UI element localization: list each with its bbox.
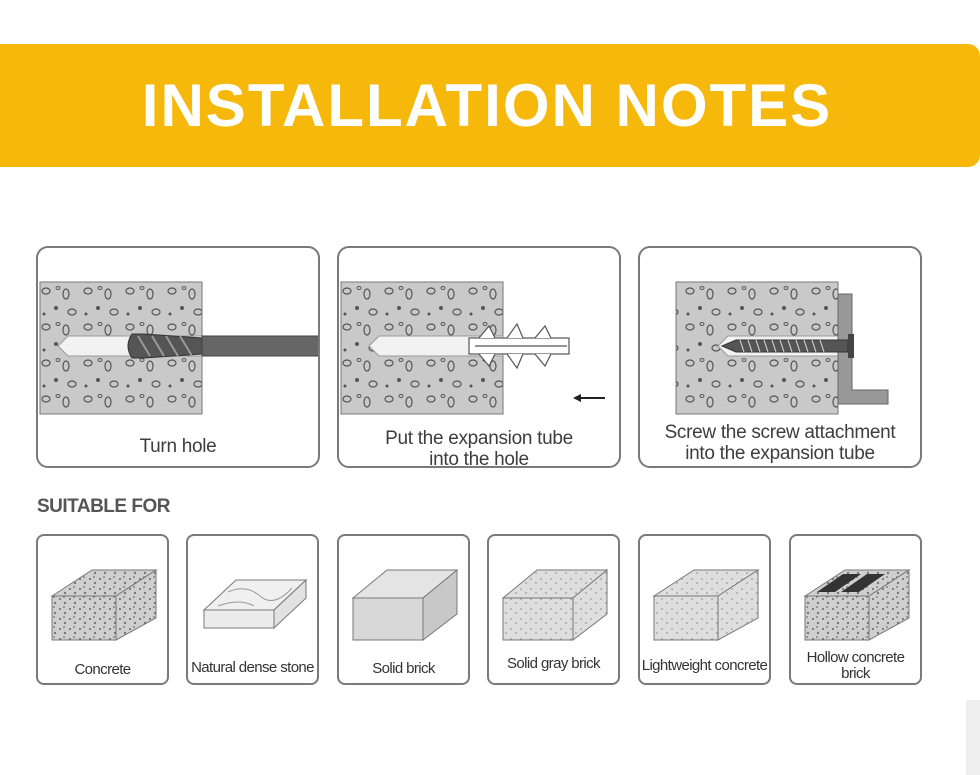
stone-slab-icon xyxy=(202,578,308,630)
material-card-lightweight-concrete: Lightweight concrete xyxy=(638,534,771,685)
step-caption: Turn hole xyxy=(139,436,217,457)
step-card-turn-hole: Turn hole xyxy=(36,246,320,468)
material-label: Solid gray brick xyxy=(507,655,601,672)
hollow-brick-icon xyxy=(803,569,911,641)
material-label: Concrete xyxy=(74,661,131,678)
material-card-concrete: Concrete xyxy=(36,534,169,685)
scrollbar-track[interactable] xyxy=(966,700,980,775)
gray-brick-icon xyxy=(501,568,609,642)
concrete-block-icon xyxy=(50,569,158,641)
material-card-natural-stone: Natural dense stone xyxy=(186,534,319,685)
material-card-gray-brick: Solid gray brick xyxy=(487,534,620,685)
step-caption-line1: Screw the screw attachment xyxy=(664,422,896,443)
material-label: Solid brick xyxy=(372,660,435,677)
solid-brick-icon xyxy=(351,568,459,642)
title-banner: INSTALLATION NOTES xyxy=(0,44,980,167)
step-caption-line2: into the hole xyxy=(429,449,529,468)
material-label-line2: brick xyxy=(841,665,870,682)
material-card-solid-brick: Solid brick xyxy=(337,534,470,685)
step-caption-line2: into the expansion tube xyxy=(685,443,875,464)
step-card-insert-tube: Put the expansion tube into the hole xyxy=(337,246,621,468)
screw-bracket-illustration xyxy=(675,281,889,415)
page-title: INSTALLATION NOTES xyxy=(141,72,833,139)
suitable-for-heading: SUITABLE FOR xyxy=(37,496,170,517)
drill-illustration xyxy=(39,281,318,415)
material-card-hollow-brick: Hollow concrete brick xyxy=(789,534,922,685)
material-label: Natural dense stone xyxy=(191,659,314,676)
material-label-line1: Hollow concrete xyxy=(806,649,905,666)
step-card-screw: Screw the screw attachment into the expa… xyxy=(638,246,922,468)
anchor-insert-illustration xyxy=(340,281,605,415)
lightweight-block-icon xyxy=(652,569,760,641)
material-label: Lightweight concrete xyxy=(641,657,768,674)
step-caption-line1: Put the expansion tube xyxy=(385,428,573,449)
